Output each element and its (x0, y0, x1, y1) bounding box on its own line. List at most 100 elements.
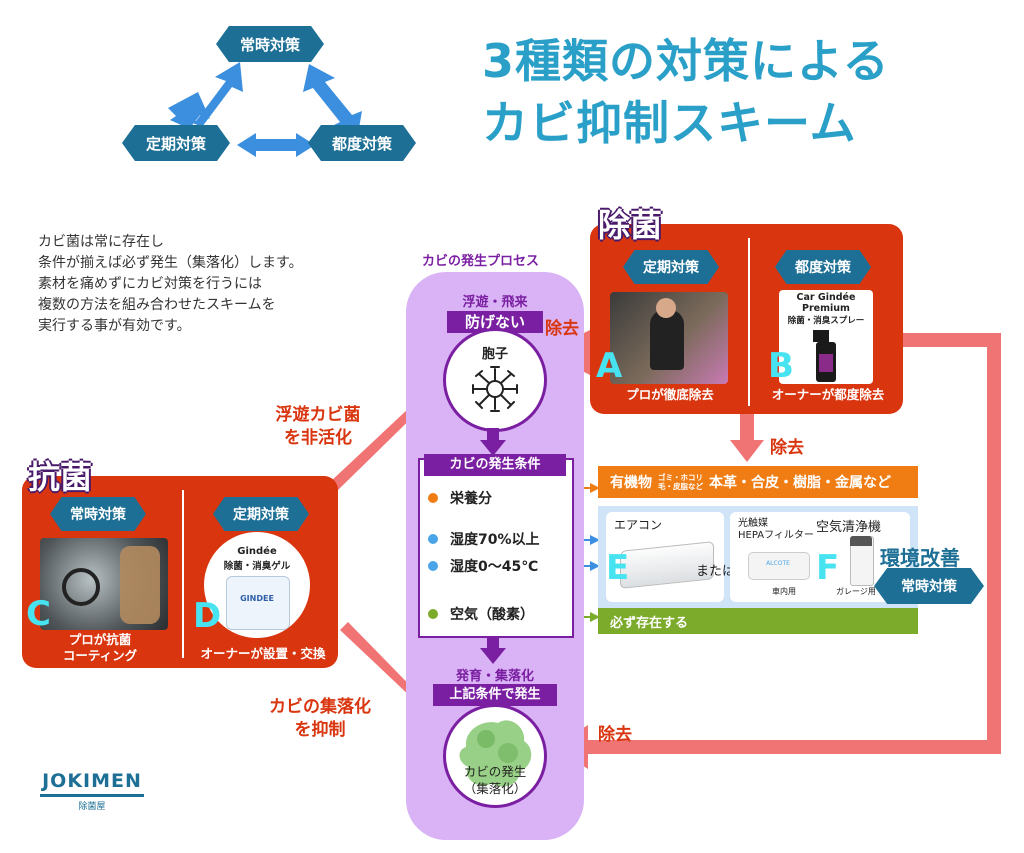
air-bar-label: 必ず存在する (610, 615, 689, 631)
letter-e: E (606, 548, 630, 588)
letter-f: F (816, 548, 840, 588)
kokin-constant-badge: 常時対策 (50, 497, 146, 531)
or-label: または (696, 564, 736, 579)
remove-label-bottom: 除去 (598, 725, 632, 745)
description: カビ菌は常に存在し 条件が揃えば必ず発生（集落化）します。 素材を痛めずにカビ対… (38, 232, 303, 337)
letter-c: C (26, 594, 51, 634)
description-line: 複数の方法を組み合わせたスキームを (38, 297, 276, 313)
suppress-line-2: を抑制 (294, 720, 346, 740)
colony-label-2: （集落化） (463, 781, 527, 796)
inactivate-line-1: 浮遊カビ菌 (275, 405, 361, 425)
gel-product-line-1: Gindée (237, 546, 277, 557)
nutrients-small: ゴミ・ホコリ 毛・皮脂など (658, 473, 703, 491)
spore-circle: 胞子 (443, 328, 547, 432)
remove-label-a: 除去 (545, 319, 579, 339)
filter-line-1: 光触媒 (738, 518, 768, 529)
car-purifier-brand: ALCOTE (766, 560, 790, 567)
suppress-label: カビの集落化 を抑制 (252, 696, 388, 742)
page-title: 3種類の対策による カビ抑制スキーム (482, 32, 890, 152)
stage-growth-sub: 発育・集落化 (455, 669, 534, 684)
title-line-2: カビ抑制スキーム (482, 96, 857, 150)
logo-underline (40, 794, 144, 797)
worker-figure (650, 310, 684, 370)
condition-temperature: 湿度0〜45℃ (428, 555, 538, 577)
letter-b: B (768, 346, 794, 386)
condition-label: 湿度0〜45℃ (450, 559, 539, 575)
caption-a: プロが徹底除去 (626, 387, 714, 402)
stage-floating-sub: 浮遊・飛来 (462, 295, 528, 310)
description-line: 条件が揃えば必ず発生（集落化）します。 (38, 255, 303, 271)
condition-humidity: 湿度70%以上 (428, 528, 540, 550)
bullet-orange (428, 493, 438, 503)
triangle-arrows (168, 62, 362, 157)
caption-c-line-2: コーティング (62, 648, 138, 663)
air-bar: 必ず存在する (598, 608, 918, 634)
remove-label-down: 除去 (770, 438, 804, 458)
car-purifier (748, 552, 810, 580)
stage-growth-tag: 上記条件で発生 (433, 684, 557, 706)
spray-product-photo: Car Gindée Premium 除菌・消臭スプレー (779, 290, 873, 384)
nutrients-head: 有機物 (610, 475, 652, 491)
process-down-arrow (480, 636, 506, 664)
description-line: カビ菌は常に存在し (38, 234, 164, 250)
description-line: 素材を痛めずにカビ対策を行うには (38, 276, 262, 292)
process-label: カビの発生プロセス (422, 254, 540, 269)
colony-circle: カビの発生 （集落化） (443, 704, 547, 808)
kokin-title: 抗菌 (28, 458, 93, 496)
seat-figure (120, 546, 160, 624)
kokin-periodic-badge: 定期対策 (213, 497, 309, 531)
triangle-badge-periodic: 定期対策 (122, 125, 230, 161)
process-down-arrow (480, 428, 506, 456)
condition-nutrients: 栄養分 (428, 487, 492, 509)
condition-label: 湿度70%以上 (450, 532, 540, 548)
filter-line-2: HEPAフィルター (738, 530, 814, 541)
kokin-divider (182, 490, 184, 658)
triangle-badge-each-time: 都度対策 (308, 125, 416, 161)
jokin-each-time-badge: 都度対策 (775, 250, 871, 284)
garage-label: ガレージ用 (836, 587, 876, 596)
caption-d: オーナーが設置・交換 (200, 646, 326, 661)
inactivate-label: 浮遊カビ菌 を非活化 (262, 404, 374, 450)
bullet-blue (428, 561, 438, 571)
jokin-periodic-badge: 定期対策 (623, 250, 719, 284)
coating-photo (40, 538, 168, 630)
gel-product-line-2: 除菌・消臭ゲル (223, 561, 291, 572)
logo-sub: 除菌屋 (78, 802, 106, 812)
improve-badge: 常時対策 (874, 568, 984, 604)
gel-product-photo: Gindée 除菌・消臭ゲル GINDEE (204, 532, 310, 638)
conditions-tag: カビの発生条件 (424, 454, 566, 476)
improve-label: 環境改善 (880, 546, 960, 570)
bullet-green (428, 609, 438, 619)
nutrients-small-2: 毛・皮脂など (658, 482, 703, 491)
title-line-1: 3種類の対策による (482, 34, 890, 88)
mold-colony-icon (459, 720, 532, 787)
garage-purifier-top (850, 536, 872, 546)
logo: JOKIMEN 除菌屋 (40, 770, 144, 812)
aircon-card: エアコン (606, 512, 724, 602)
triangle-badge-constant: 常時対策 (216, 26, 324, 62)
bullet-blue (428, 534, 438, 544)
colony-label-1: カビの発生 (463, 764, 527, 779)
in-car-label: 車内用 (772, 587, 796, 596)
spore-label: 胞子 (481, 347, 508, 362)
pro-cleaning-photo (610, 292, 728, 384)
logo-name: JOKIMEN (42, 770, 142, 792)
nutrients-small-1: ゴミ・ホコリ (658, 473, 703, 482)
spore-icon (472, 366, 518, 412)
jokin-title: 除菌 (598, 206, 663, 244)
spray-product-line-3: 除菌・消臭スプレー (787, 316, 865, 326)
condition-label: 空気（酸素） (450, 607, 534, 623)
suppress-line-1: カビの集落化 (269, 697, 371, 717)
condition-air: 空気（酸素） (428, 603, 534, 625)
spray-product-line-1: Car Gindée (796, 292, 856, 303)
caption-c-line-1: プロが抗菌 (68, 632, 132, 647)
inactivate-line-2: を非活化 (284, 428, 352, 448)
letter-a: A (596, 346, 623, 386)
air-purifier-label: 空気清浄機 (816, 520, 882, 535)
letter-d: D (193, 596, 222, 636)
nutrients-rest: 本革・合皮・樹脂・金属など (709, 475, 891, 491)
spray-label (819, 354, 833, 372)
spray-product-line-2: Premium (802, 303, 850, 314)
condition-label: 栄養分 (450, 491, 492, 507)
nutrients-bar: 有機物 ゴミ・ホコリ 毛・皮脂など 本革・合皮・樹脂・金属など (598, 466, 918, 498)
